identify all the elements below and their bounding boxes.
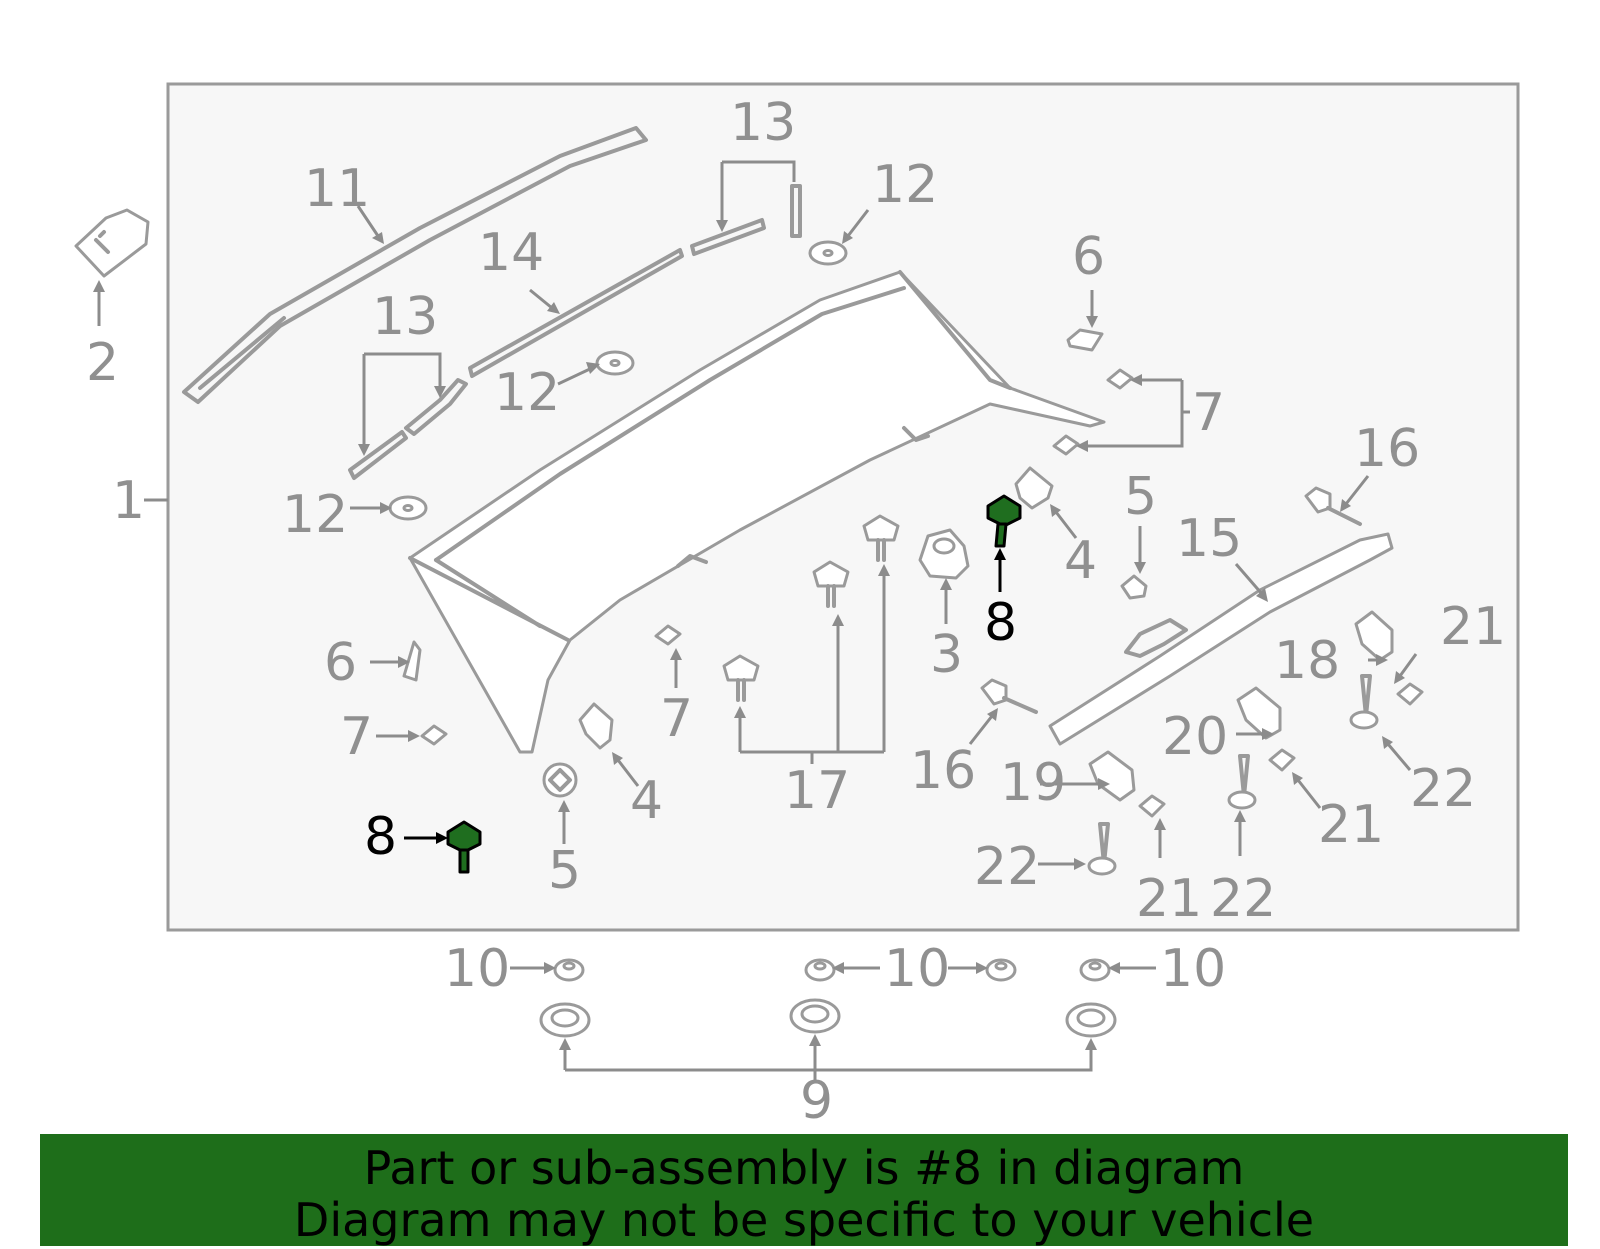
callout-15: 15 [1176, 509, 1242, 569]
leader-lines [93, 160, 1418, 1080]
spoiler-right-edge [898, 270, 1012, 390]
callout-8-right: 8 [984, 593, 1017, 653]
part-15-harness [1048, 532, 1394, 746]
part-14-strip [468, 248, 684, 378]
callout-8-left: 8 [364, 807, 397, 867]
info-banner: Part or sub-assembly is #8 in diagram Di… [40, 1134, 1568, 1246]
part-21-clip-c [1138, 794, 1166, 818]
washer-12-a [808, 240, 848, 266]
part-7-clip-a [1106, 368, 1134, 390]
part-11-detail [198, 316, 286, 390]
part-13-clip-right [790, 184, 802, 238]
callout-6-right: 6 [1072, 227, 1105, 287]
washer-12-b [595, 350, 635, 376]
callout-20: 20 [1162, 707, 1228, 767]
part-22-screw-b [1227, 754, 1257, 810]
part-17-clip-a [862, 514, 900, 562]
callout-21-low: 21 [1136, 869, 1202, 929]
callout-16-right: 16 [1354, 419, 1420, 479]
part-18-bracket [1354, 610, 1394, 662]
callout-13-left: 13 [372, 287, 438, 347]
part-10-nut-d [1079, 958, 1111, 982]
part-20-bracket [1236, 686, 1282, 740]
part-11-molding [182, 126, 648, 404]
callout-12-top: 12 [872, 155, 938, 215]
callout-7-right: 7 [1192, 383, 1225, 443]
part-22-screw-a [1349, 674, 1379, 730]
part-10-nut-c [985, 958, 1017, 982]
callout-16-left: 16 [910, 741, 976, 801]
part-6-clip-left [402, 640, 422, 682]
callout-22-left: 22 [974, 837, 1040, 897]
callout-3: 3 [930, 625, 963, 685]
callout-12-left: 12 [282, 485, 348, 545]
callout-7-mid: 7 [660, 689, 693, 749]
part-21-clip-a [1396, 682, 1424, 706]
part-8-highlight-right [986, 494, 1022, 548]
callout-17: 17 [784, 761, 850, 821]
callout-6-left: 6 [324, 633, 357, 693]
part-2-cover [74, 208, 150, 278]
callout-22-mid: 22 [1210, 869, 1276, 929]
callout-10-c: 10 [1160, 939, 1226, 999]
callout-2: 2 [86, 333, 119, 393]
spoiler-body [408, 270, 1106, 754]
callout-5-right: 5 [1124, 467, 1157, 527]
part-4-bracket-left [578, 702, 614, 750]
part-16-bolt-right [1304, 486, 1362, 526]
callout-19: 19 [1000, 753, 1066, 813]
part-17-clip-c [722, 654, 760, 702]
callout-21-mid: 21 [1318, 795, 1384, 855]
callout-9: 9 [800, 1071, 833, 1131]
spoiler-tabs [676, 426, 930, 568]
part-10-nut-a [553, 958, 585, 982]
leader-lines-8 [404, 548, 1006, 844]
part-7-clip-c [420, 724, 448, 746]
callout-11: 11 [304, 159, 370, 219]
part-9-grommet-a [539, 1002, 591, 1038]
part-2-detail [94, 230, 110, 254]
callout-21-right: 21 [1440, 597, 1506, 657]
part-7-clip-d [654, 624, 682, 646]
part-16-bolt-left [980, 678, 1038, 714]
callout-10-a: 10 [444, 939, 510, 999]
banner-line-2: Diagram may not be specific to your vehi… [293, 1193, 1315, 1247]
part-15-connector [1124, 618, 1188, 658]
banner-line-1: Part or sub-assembly is #8 in diagram [363, 1141, 1245, 1195]
callout-1: 1 [112, 471, 145, 531]
part-6-clip-right [1066, 328, 1104, 352]
part-13-strip-right [690, 218, 766, 256]
part-10-nut-b [804, 958, 836, 982]
callout-18: 18 [1274, 631, 1340, 691]
callout-4-left: 4 [630, 771, 663, 831]
part-13-strip-left [348, 378, 468, 480]
part-4-bracket-right [1014, 466, 1054, 510]
callout-4-right: 4 [1064, 531, 1097, 591]
washer-12-c [388, 495, 428, 521]
callout-5-left: 5 [548, 841, 581, 901]
spoiler-left-edge [408, 556, 570, 642]
part-8-highlight-left [446, 820, 482, 874]
part-17-clip-b [812, 560, 850, 608]
part-22-screw-c [1087, 822, 1117, 876]
spoiler-top-edge [434, 286, 906, 562]
part-5-clip-right [1120, 574, 1148, 600]
callout-10-b: 10 [884, 939, 950, 999]
part-21-clip-b [1268, 748, 1296, 772]
part-3-hole [932, 537, 956, 555]
part-9-grommet-b [789, 998, 841, 1034]
part-9-grommet-c [1065, 1002, 1117, 1038]
part-5-plug-left [542, 762, 578, 798]
callout-14: 14 [478, 223, 544, 283]
part-7-clip-b [1052, 434, 1080, 456]
callout-12-mid: 12 [494, 363, 560, 423]
callout-22-right: 22 [1410, 759, 1476, 819]
callout-13-top: 13 [730, 93, 796, 153]
callout-7-left: 7 [340, 707, 373, 767]
